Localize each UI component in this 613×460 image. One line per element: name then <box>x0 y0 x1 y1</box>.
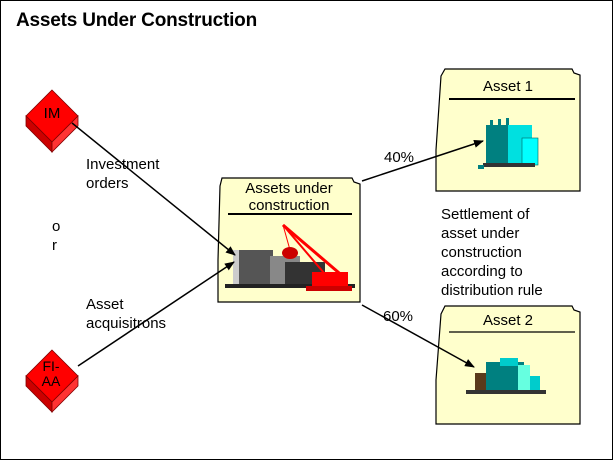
settlement-line-5: distribution rule <box>441 282 543 299</box>
im-diamond <box>25 89 79 153</box>
asset-acquisitions-arrow <box>77 261 235 367</box>
percent-60-label: 60% <box>383 308 414 325</box>
settlement-40-arrow <box>361 140 484 182</box>
center-title-line-1: Assets under <box>245 180 333 197</box>
percent-40-label: 40% <box>384 149 415 166</box>
asset-acquisitions-label: Asset acquisitrons <box>86 295 166 333</box>
im-label: IM <box>43 105 61 122</box>
diagram-title: Assets Under Construction <box>16 10 257 31</box>
settlement-description: Settlement of asset under construction a… <box>441 205 543 300</box>
asset-2-title: Asset 2 <box>482 312 534 329</box>
settlement-line-3: construction <box>441 244 522 261</box>
center-title-line-2: construction <box>248 197 330 214</box>
asset-acquisitions-line-2: acquisitrons <box>86 315 167 332</box>
settlement-line-2: asset under <box>441 225 520 242</box>
asset-1-title: Asset 1 <box>482 78 534 95</box>
fi-aa-diamond <box>25 349 79 413</box>
fi-aa-label-line-1: FI- <box>42 358 60 374</box>
or-label-line-1: o <box>52 218 61 235</box>
construction-crane-icon <box>225 223 355 291</box>
or-label: o r <box>52 217 60 255</box>
investment-orders-line-1: Investment <box>86 156 160 173</box>
or-label-line-2: r <box>52 237 57 254</box>
center-card-title: Assets under construction <box>218 180 360 214</box>
building-icon <box>478 118 539 169</box>
settlement-line-1: Settlement of <box>441 206 530 223</box>
asset-acquisitions-line-1: Asset <box>86 296 124 313</box>
settlement-line-4: according to <box>441 263 523 280</box>
factory-icon <box>466 358 546 394</box>
investment-orders-arrow <box>71 122 236 256</box>
fi-aa-label: FI- AA <box>36 359 66 389</box>
settlement-60-arrow <box>361 304 475 368</box>
investment-orders-line-2: orders <box>86 175 129 192</box>
fi-aa-label-line-2: AA <box>41 373 61 389</box>
investment-orders-label: Investment orders <box>86 155 159 193</box>
